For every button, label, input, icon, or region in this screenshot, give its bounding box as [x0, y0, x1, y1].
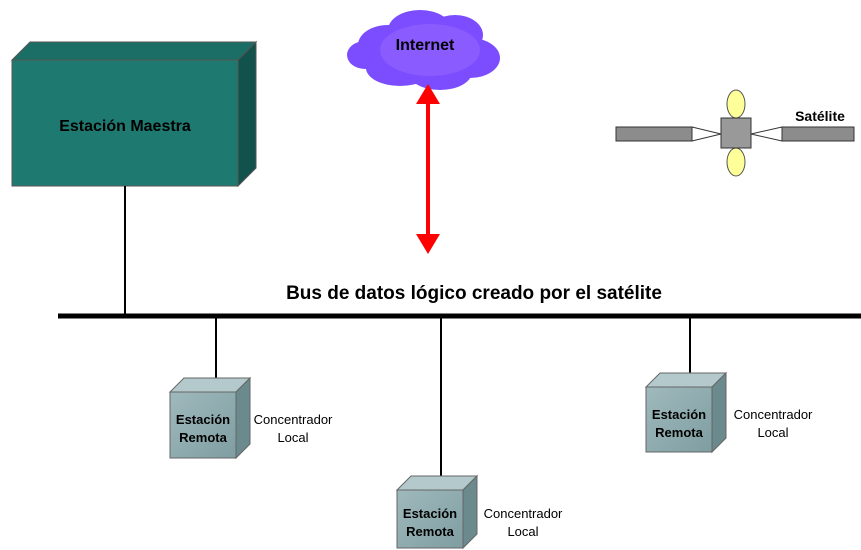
remote-station-1: Estación Remota [168, 376, 252, 460]
master-station-label: Estación Maestra [59, 118, 191, 135]
bus-label: Bus de datos lógico creado por el satéli… [286, 283, 662, 304]
master-station-front [11, 59, 239, 187]
remote-station-2-line2: Remota [406, 524, 454, 539]
concentrator-2-line2: Local [507, 524, 538, 539]
concentrator-3-line1: Concentrador [734, 407, 813, 422]
master-station-side [237, 40, 257, 188]
remote-station-2-line1: Estación [403, 506, 457, 521]
satellite-icon [615, 89, 855, 177]
satellite-label: Satélite [795, 108, 845, 124]
internet-bus-arrow [416, 84, 440, 254]
remote-station-1-line1: Estación [176, 412, 230, 427]
remote-station-2: Estación Remota [395, 474, 479, 550]
remote-station-3-line2: Remota [655, 425, 703, 440]
internet-label: Internet [396, 37, 455, 54]
master-station: Estación Maestra [10, 40, 258, 188]
master-station-top [10, 41, 258, 61]
remote-station-3: Estación Remota [644, 371, 728, 454]
concentrator-1-line1: Concentrador [254, 412, 333, 427]
remote-station-1-line2: Remota [179, 430, 227, 445]
remote-station-3-line1: Estación [652, 407, 706, 422]
concentrator-1-line2: Local [277, 430, 308, 445]
concentrator-3-line2: Local [757, 425, 788, 440]
internet-cloud: Internet [347, 10, 500, 90]
concentrator-2-line1: Concentrador [484, 506, 563, 521]
